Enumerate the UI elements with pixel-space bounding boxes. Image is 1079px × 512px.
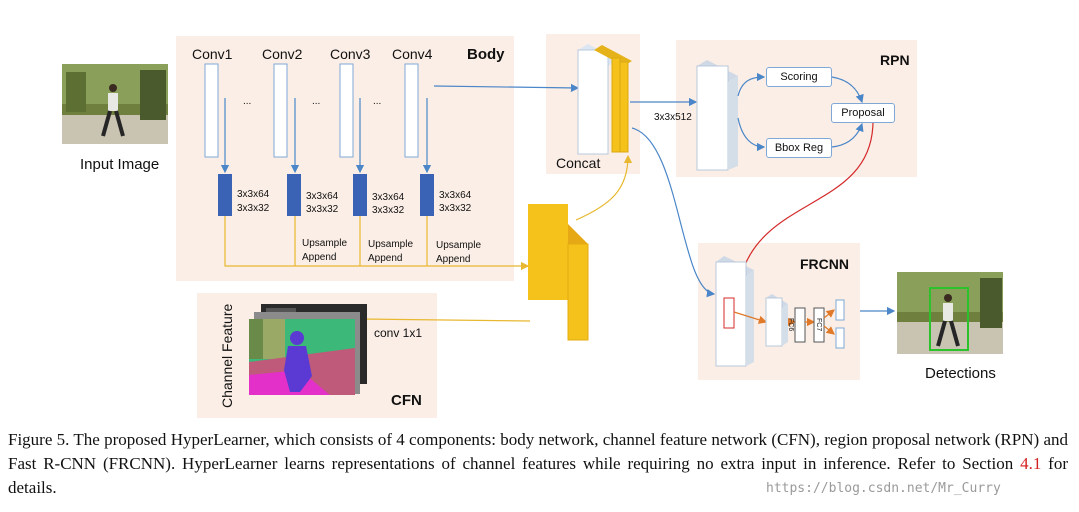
reduce-block-4 (420, 174, 434, 216)
caption-text-end: for details. (8, 454, 1068, 497)
frcnn-title: FRCNN (800, 256, 849, 272)
fc7-layer (813, 307, 825, 343)
roi-pool-block (765, 294, 788, 347)
input-image-label: Input Image (80, 156, 160, 173)
reduce-block-1 (218, 174, 232, 216)
channel-feature-maps (249, 304, 367, 395)
upsample-3-line1: Upsample (436, 240, 482, 251)
conv1-label: Conv1 (192, 46, 233, 62)
concat-label: Concat (556, 155, 601, 171)
conv2-label: Conv2 (262, 46, 303, 62)
upsample-2-line2: Append (368, 253, 403, 264)
ellipsis-1: ... (243, 96, 252, 107)
reduce-2-line1: 3x3x64 (306, 191, 339, 202)
rpn-input-dim: 3x3x512 (654, 112, 692, 123)
reduce-1-line1: 3x3x64 (237, 189, 270, 200)
conv2-layer (273, 63, 288, 158)
conv4-layer (404, 63, 419, 158)
cfn-conv-label: conv 1x1 (374, 326, 423, 340)
input-image (62, 64, 168, 144)
cfn-title: CFN (391, 392, 422, 409)
upsample-1-line1: Upsample (302, 238, 348, 249)
figure-caption: Figure 5. The proposed HyperLearner, whi… (8, 428, 1068, 500)
rpn-feature-block (696, 60, 738, 171)
aggregated-feature-block (528, 204, 589, 341)
reduce-block-2 (287, 174, 301, 216)
reduce-3-line1: 3x3x64 (372, 192, 405, 203)
reduce-block-3 (353, 174, 367, 216)
section-link[interactable]: 4.1 (1020, 454, 1042, 473)
ellipsis-2: ... (312, 96, 321, 107)
proposal-node: Proposal (831, 103, 895, 123)
conv3-label: Conv3 (330, 46, 371, 62)
reduce-4-line2: 3x3x32 (439, 203, 472, 214)
conv3-layer (339, 63, 354, 158)
upsample-1-line2: Append (302, 252, 337, 263)
conv1-layer (204, 63, 219, 158)
body-title: Body (467, 46, 505, 63)
fc6-layer (794, 307, 806, 343)
cls-output (835, 299, 845, 321)
watermark: https://blog.csdn.net/Mr_Curry (766, 481, 1001, 496)
upsample-3-line2: Append (436, 254, 471, 265)
reduce-2-line2: 3x3x32 (306, 204, 339, 215)
reduce-4-line1: 3x3x64 (439, 190, 472, 201)
caption-text: Figure 5. The proposed HyperLearner, whi… (8, 430, 1068, 473)
frcnn-feature-block (715, 256, 754, 367)
reduce-3-line2: 3x3x32 (372, 205, 405, 216)
cfn-side-label: Channel Feature (219, 303, 235, 408)
reduce-1-line2: 3x3x32 (237, 203, 270, 214)
concat-block (577, 44, 632, 155)
ellipsis-3: ... (373, 96, 382, 107)
fc7-label: FC7 (815, 318, 822, 332)
bbox-reg-node: Bbox Reg (766, 138, 832, 158)
upsample-2-line1: Upsample (368, 239, 414, 250)
detections-image (897, 272, 1003, 354)
scoring-node: Scoring (766, 67, 832, 87)
fc6-label: FC6 (787, 318, 794, 332)
rpn-title: RPN (880, 52, 910, 68)
detections-label: Detections (925, 365, 996, 382)
bbox-output (835, 327, 845, 349)
conv4-label: Conv4 (392, 46, 433, 62)
